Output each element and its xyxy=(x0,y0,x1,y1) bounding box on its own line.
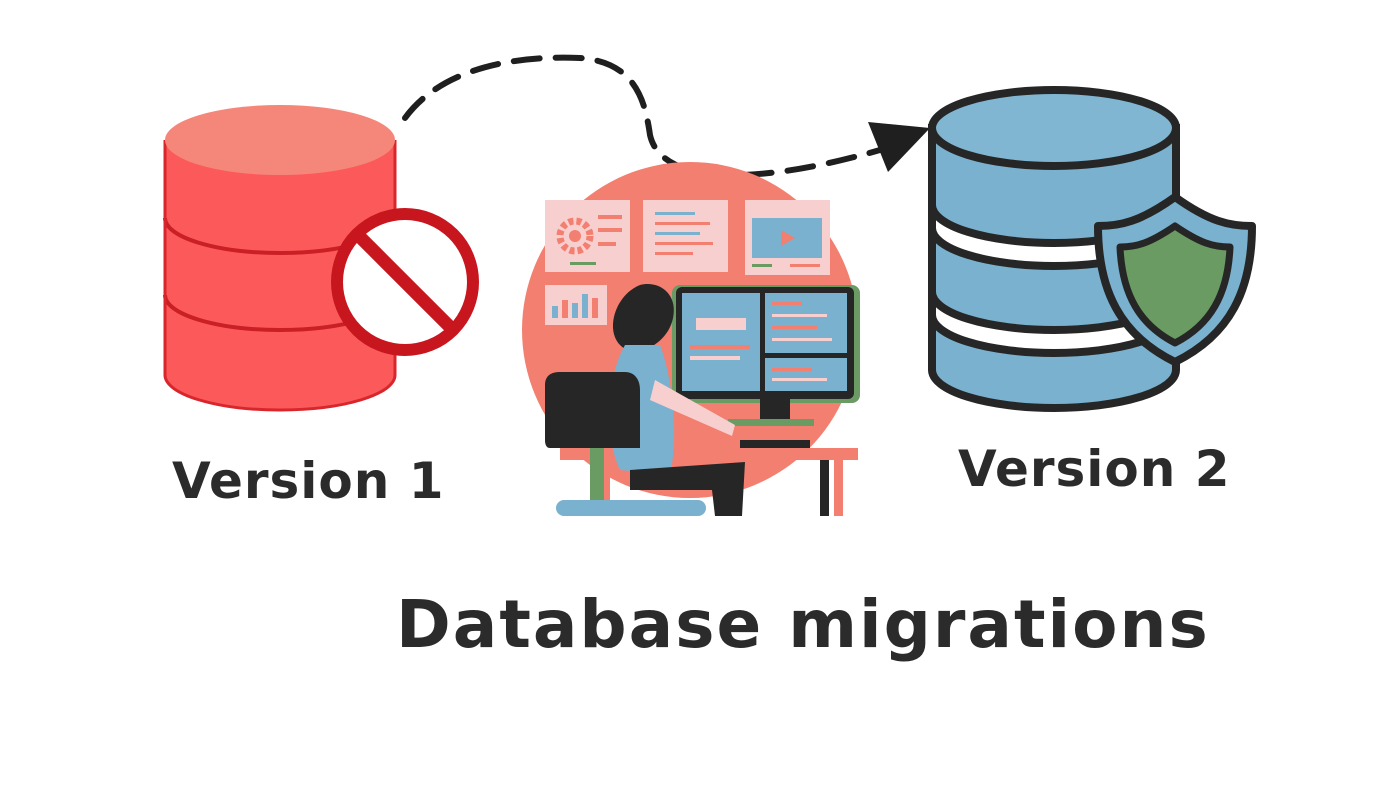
version-2-label: Version 2 xyxy=(958,440,1231,498)
no-entry-icon xyxy=(331,208,479,356)
shield-icon xyxy=(1094,193,1256,366)
version-1-label: Version 1 xyxy=(172,452,445,510)
monitor xyxy=(672,285,860,426)
developer-illustration xyxy=(522,162,860,516)
settings-panel xyxy=(545,200,630,272)
chart-panel xyxy=(545,285,607,325)
chair xyxy=(545,372,706,516)
diagram-title: Database migrations xyxy=(396,586,1210,663)
video-panel xyxy=(745,200,830,275)
dashed-arrow-icon xyxy=(402,54,930,179)
old-database-icon xyxy=(163,105,397,412)
code-panel xyxy=(643,200,728,272)
